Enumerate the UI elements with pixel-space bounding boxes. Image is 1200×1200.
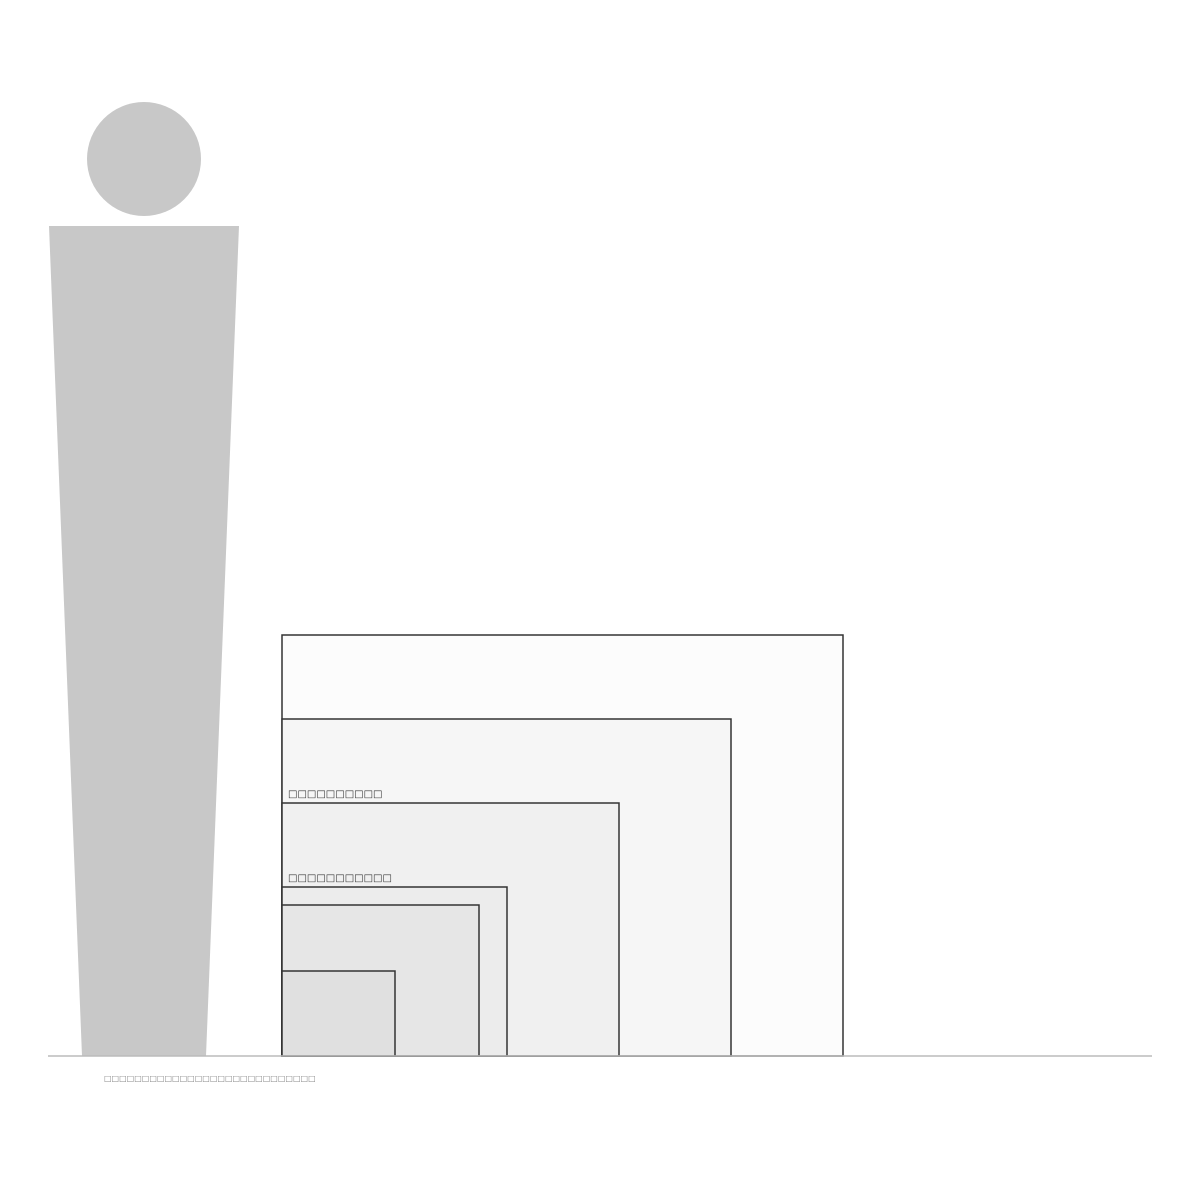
size-box-4-label: □□□□□□□□□□□ xyxy=(288,873,392,884)
size-box-3-label: □□□□□□□□□□ xyxy=(288,789,382,800)
person-silhouette xyxy=(49,102,239,1056)
person-head xyxy=(87,102,201,216)
scale-caption: □□□□□□□□□□□□□□□□□□□□□□□□□□□□ xyxy=(104,1074,316,1083)
person-body xyxy=(49,226,239,1056)
size-box-6 xyxy=(281,970,396,1057)
size-boxes xyxy=(281,634,844,1057)
